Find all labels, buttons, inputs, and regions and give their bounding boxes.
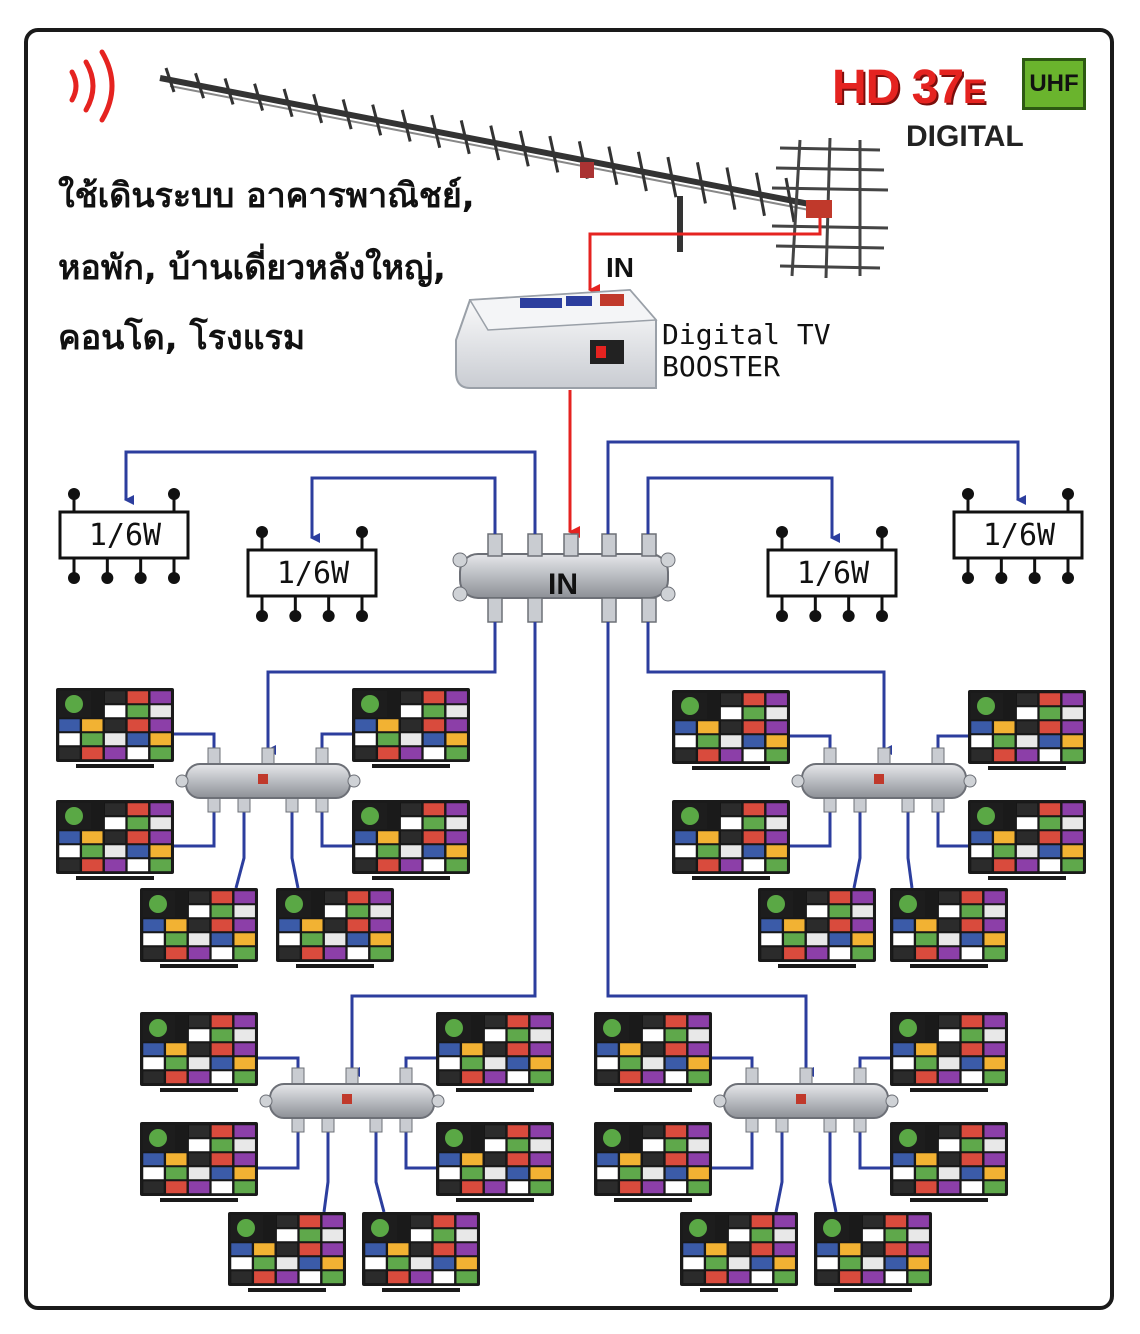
booster-icon: [455, 288, 658, 389]
tv-icon: [362, 1212, 480, 1292]
tv-icon: [594, 1122, 712, 1202]
sub-splitter-box: [766, 526, 898, 622]
tv-cluster: [672, 690, 1086, 968]
sub-splitter-group: [58, 488, 1084, 622]
booster-name-line-1: Digital TV: [662, 318, 831, 351]
splitter-icon: [791, 747, 977, 813]
description-line-2: หอพัก, บ้านเดี่ยวหลังใหญ่,: [58, 248, 446, 288]
yagi-antenna-icon: [159, 67, 889, 279]
tv-icon: [890, 1122, 1008, 1202]
tv-icon: [352, 800, 470, 880]
tv-icon: [758, 888, 876, 968]
brand-title: HD 37E: [832, 60, 986, 115]
tv-icon: [814, 1212, 932, 1292]
tv-icon: [680, 1212, 798, 1292]
digital-subtitle: DIGITAL: [906, 120, 1024, 153]
sub-splitter-box: [246, 526, 378, 622]
sub-splitter-label-2: 1/6W: [276, 556, 350, 591]
brand-suffix: E: [963, 73, 986, 111]
main-splitter-label: IN: [548, 568, 578, 601]
sub-splitter-box: [58, 488, 190, 584]
tv-icon: [140, 1122, 258, 1202]
tv-icon: [436, 1012, 554, 1092]
sub-splitter-box: [952, 488, 1084, 584]
tv-icon: [228, 1212, 346, 1292]
splitter-icon: [452, 533, 676, 623]
tv-icon: [436, 1122, 554, 1202]
signal-waves-icon: [69, 49, 115, 123]
tv-icon: [140, 1012, 258, 1092]
booster-name-line-2: BOOSTER: [662, 350, 781, 383]
description-line-1: ใช้เดินระบบ อาคารพาณิชย์,: [58, 176, 475, 216]
description-line-3: คอนโด, โรงแรม: [58, 318, 306, 358]
tv-icon: [56, 800, 174, 880]
tv-icon: [594, 1012, 712, 1092]
sub-splitter-label-4: 1/6W: [982, 518, 1056, 553]
tv-icon: [140, 888, 258, 968]
tv-cluster: [56, 688, 470, 968]
tv-cluster-group: [56, 688, 1086, 1292]
tv-icon: [352, 688, 470, 768]
distribution-lines: [124, 440, 1026, 1077]
splitter-icon: [259, 1067, 445, 1133]
signal-feed-line: [568, 218, 822, 538]
tv-icon: [276, 888, 394, 968]
tv-icon: [56, 688, 174, 768]
tv-icon: [890, 888, 1008, 968]
splitter-icon: [175, 747, 361, 813]
tv-icon: [968, 690, 1086, 770]
booster-input-label: IN: [606, 252, 634, 283]
splitter-icon: [713, 1067, 899, 1133]
tv-icon: [672, 800, 790, 880]
tv-cluster: [594, 1012, 1008, 1292]
tv-cluster: [140, 1012, 554, 1292]
uhf-badge: UHF: [1022, 58, 1086, 110]
tv-icon: [672, 690, 790, 770]
diagram-frame: [24, 28, 1114, 1310]
sub-splitter-label-3: 1/6W: [796, 556, 870, 591]
tv-icon: [968, 800, 1086, 880]
sub-splitter-label-1: 1/6W: [88, 518, 162, 553]
brand-model: HD 37: [832, 61, 964, 114]
tv-icon: [890, 1012, 1008, 1092]
